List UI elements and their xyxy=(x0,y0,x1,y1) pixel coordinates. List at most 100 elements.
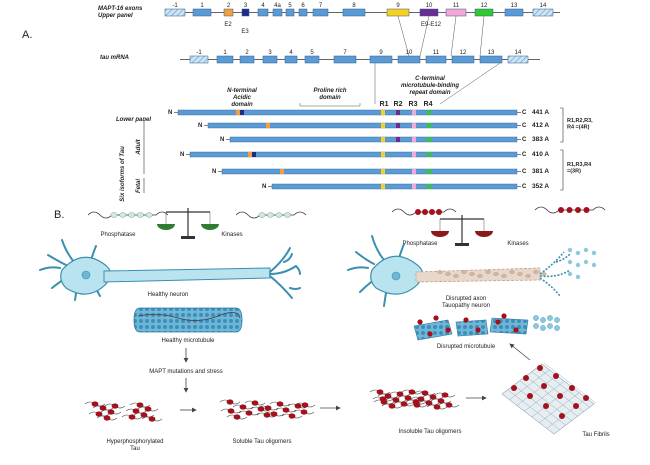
mrna-exon-12 xyxy=(507,55,529,64)
group-4r-label-line: R4 =(4R) xyxy=(567,125,590,131)
fibril-line xyxy=(531,386,573,417)
connector-line xyxy=(397,15,410,57)
exon-number: 4 xyxy=(261,3,265,9)
healthy-microtubule xyxy=(133,307,243,333)
tau-bead-red xyxy=(400,401,408,407)
isoform-name: 410 A xyxy=(532,151,549,158)
tau-bead-red xyxy=(379,396,387,402)
fetal-label: Fetal xyxy=(136,179,142,193)
group-3r-label-line: =(3R) xyxy=(567,169,581,175)
tau-bead-red xyxy=(132,408,140,414)
tau-bead-red xyxy=(144,406,152,412)
exon-number: 14 xyxy=(540,3,547,9)
exon2-insert xyxy=(236,110,240,115)
healthy-microtubule-label: Healthy microtubule xyxy=(161,338,215,344)
tau-string-phosphatase-right xyxy=(391,208,457,216)
panel-a-label: A. xyxy=(22,29,32,41)
tau-bead-red xyxy=(111,403,119,409)
mrna-exon-number: 11 xyxy=(433,50,440,56)
mrna-exon-number: 14 xyxy=(515,50,522,56)
axon-fragment xyxy=(461,270,467,274)
tau-bead-red xyxy=(288,413,296,419)
tau-bead-red xyxy=(422,209,428,215)
group-4r-bracket xyxy=(560,107,564,143)
fibril-tau-dot xyxy=(553,373,559,379)
r4-box xyxy=(427,169,431,174)
soluble-tau-oligomers xyxy=(219,399,316,420)
tau-fibrils xyxy=(501,362,597,435)
exon-number: -1 xyxy=(172,3,178,9)
connector-line xyxy=(419,15,430,57)
tau-bead-red xyxy=(282,407,290,413)
tau-bead-red xyxy=(384,393,392,399)
nucleus xyxy=(391,271,401,281)
scale-base xyxy=(181,236,195,239)
mrna-exon-10 xyxy=(451,55,475,64)
tau-bead-red xyxy=(408,389,416,395)
insoluble-oligomers-label: Insoluble Tau oligomers xyxy=(399,429,462,435)
tubulin-debris xyxy=(547,323,553,329)
tau-bead-red xyxy=(417,396,425,402)
r2-box xyxy=(396,123,400,128)
tubulin-debris xyxy=(554,325,560,331)
mrna-exon-11 xyxy=(479,55,503,64)
hyperphosphorylated-tau xyxy=(84,401,163,422)
mrna-label: tau mRNA xyxy=(100,55,129,61)
r4-box xyxy=(427,137,431,142)
phospho-tau-dot xyxy=(433,315,439,321)
exon-0 xyxy=(164,8,186,17)
fibril-line xyxy=(509,369,550,400)
balance-scale-right xyxy=(431,215,493,246)
mrna-exon-0 xyxy=(189,55,209,64)
tau-bead-red xyxy=(148,416,156,422)
mrna-exon-3 xyxy=(262,55,278,64)
n-terminal-label-line: domain xyxy=(231,102,253,108)
mrna-exon-number: 2 xyxy=(245,50,249,56)
proline-label-line: domain xyxy=(319,95,341,101)
r4-box xyxy=(427,152,431,157)
disrupted-microtubule xyxy=(413,313,560,341)
tau-bead-red xyxy=(429,209,435,215)
mrna-exon-number: 13 xyxy=(488,50,495,56)
tau-bead-red xyxy=(107,409,115,415)
exon-10 xyxy=(386,8,410,17)
r4-box xyxy=(427,123,431,128)
disrupted-axon-label-line: Disrupted axon xyxy=(446,296,486,302)
mrna-exon-number: 4 xyxy=(289,50,293,56)
tubulin-debris xyxy=(533,315,539,321)
tau-bead xyxy=(284,212,291,218)
tau-bead-red xyxy=(99,405,107,411)
scale-pan-right xyxy=(475,231,493,237)
r1-box xyxy=(381,152,385,157)
tau-bead-red xyxy=(436,209,442,215)
r3-box xyxy=(412,123,416,128)
mt-segment xyxy=(455,319,489,337)
exon-8 xyxy=(312,8,329,17)
terminal-debris xyxy=(575,274,581,280)
terminal-debris xyxy=(591,250,597,256)
tau-bead xyxy=(119,212,127,218)
kinases-left-label: Kinases xyxy=(221,232,242,238)
tau-bead-red xyxy=(388,403,396,409)
exon-number: 8 xyxy=(352,3,356,9)
fibril-tau-dot xyxy=(573,403,579,409)
mapt-mutations-label: MAPT mutations and stress xyxy=(149,369,223,375)
exon3-insert xyxy=(252,152,256,157)
mrna-exon-number: 9 xyxy=(379,50,383,56)
repeat-label: R4 xyxy=(424,101,433,108)
tau-bead-red xyxy=(276,401,284,407)
fibril-tau-dot xyxy=(583,395,589,401)
tau-strand xyxy=(87,211,169,219)
c-marker: C xyxy=(522,137,527,143)
r1-box xyxy=(381,137,385,142)
tau-bead-red xyxy=(583,207,590,213)
tubulin-debris xyxy=(554,317,560,323)
tau-bead-red xyxy=(264,405,272,411)
exon-number: 1 xyxy=(200,3,204,9)
exon-number: 4a xyxy=(274,3,281,9)
mrna-exon-number: -1 xyxy=(196,50,202,56)
upper-panel-label-line: MAPT-16 exons xyxy=(98,6,143,12)
